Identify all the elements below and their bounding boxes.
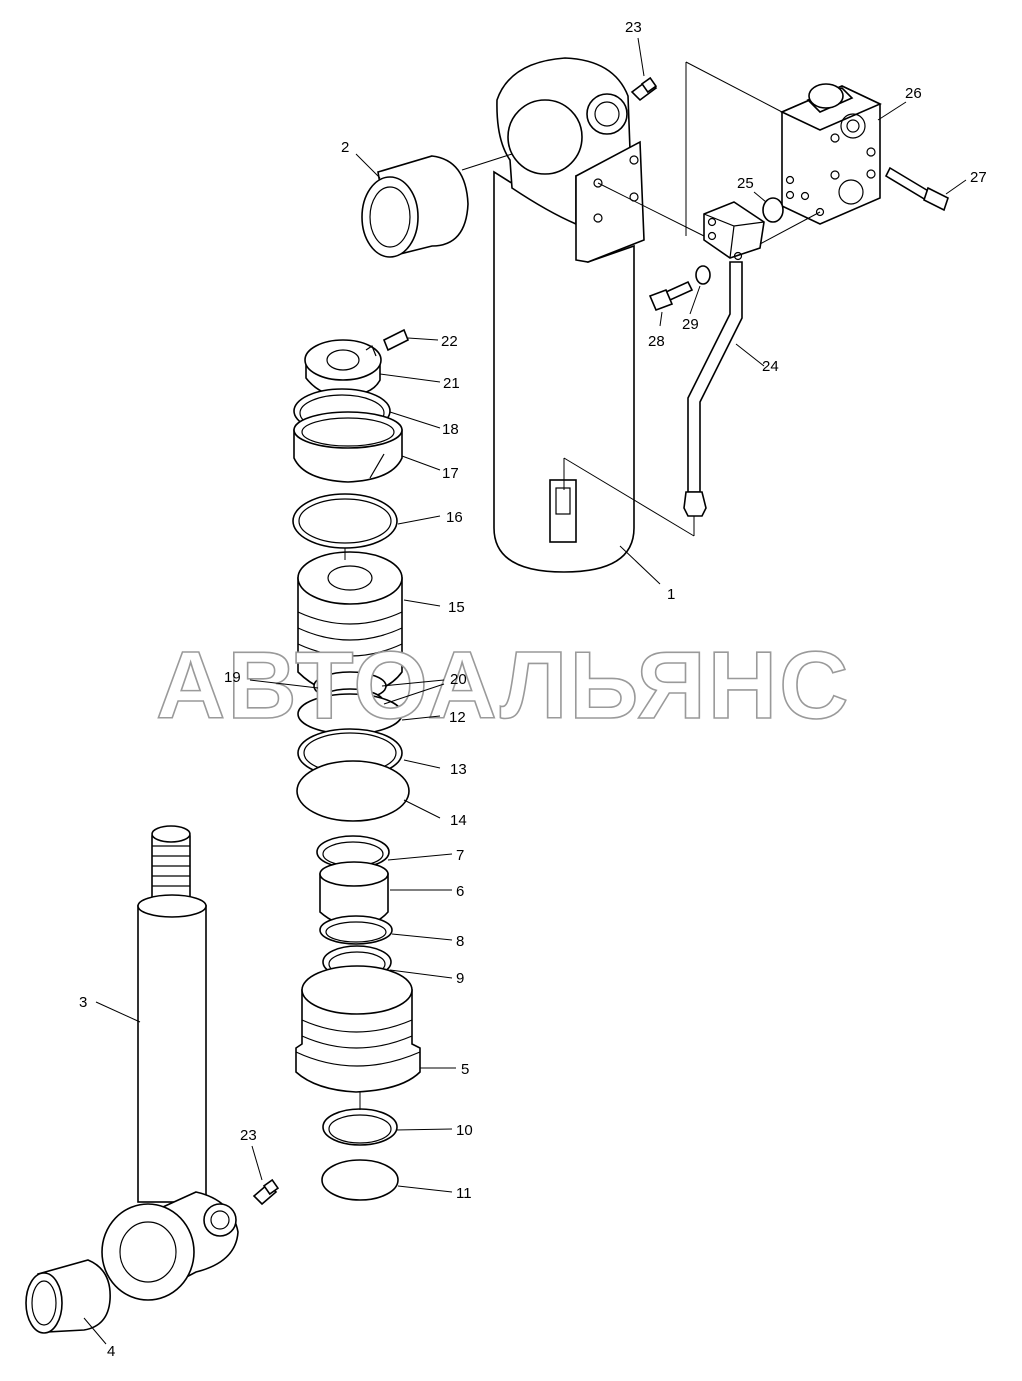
callout-12: 12: [449, 709, 466, 726]
callout-21: 21: [443, 375, 460, 392]
spacer-6: [319, 861, 389, 927]
callout-4: 4: [107, 1343, 115, 1360]
callout-18: 18: [442, 421, 459, 438]
callout-7: 7: [456, 847, 464, 864]
bolt-27: [884, 166, 949, 212]
callout-20: 20: [450, 671, 467, 688]
callout-25: 25: [737, 175, 754, 192]
callout-24: 24: [762, 358, 779, 375]
callout-1: 1: [667, 586, 675, 603]
callout-9: 9: [456, 970, 464, 987]
set-screw: [382, 328, 410, 352]
callout-17: 17: [442, 465, 459, 482]
callout-29: 29: [682, 316, 699, 333]
screw-28: [648, 280, 694, 312]
seal-16: [292, 493, 398, 549]
pipe-flange: [703, 201, 765, 261]
callouts: 1 2 3 4 5 6 7 8 9 10 11 12 13 14 15 16 1…: [79, 19, 987, 1360]
leader-lines: [83, 37, 967, 1345]
callout-23-bottom: 23: [240, 1127, 257, 1144]
assembly-lines: [344, 61, 821, 1110]
o-ring-25: [762, 197, 784, 223]
callout-5: 5: [461, 1061, 469, 1078]
callout-15: 15: [448, 599, 465, 616]
callout-2: 2: [341, 139, 349, 156]
callout-27: 27: [970, 169, 987, 186]
bushing-top: [361, 155, 469, 258]
bearing-ring: [293, 411, 403, 483]
cylinder-head: [297, 551, 403, 695]
ring-11: [321, 1159, 399, 1201]
callout-16: 16: [446, 509, 463, 526]
washer-29: [695, 265, 711, 285]
valve-block: [780, 83, 882, 225]
disc-14: [296, 760, 410, 822]
callout-14: 14: [450, 812, 467, 829]
callout-10: 10: [456, 1122, 473, 1139]
callout-22: 22: [441, 333, 458, 350]
guide-nut: [304, 339, 382, 397]
ring-8: [319, 915, 393, 945]
cylinder-barrel: [493, 57, 645, 573]
hydraulic-pipe: [683, 261, 743, 517]
callout-11: 11: [456, 1185, 472, 1202]
callout-13: 13: [450, 761, 467, 778]
watermark: АВТОАЛЬЯНС: [156, 632, 850, 739]
grease-nipple-bottom: [252, 1178, 280, 1206]
bushing-bottom: [25, 1259, 111, 1334]
callout-26: 26: [905, 85, 922, 102]
piston: [295, 965, 421, 1093]
callout-23-top: 23: [625, 19, 642, 36]
callout-6: 6: [456, 883, 464, 900]
callout-3: 3: [79, 994, 87, 1011]
callout-8: 8: [456, 933, 464, 950]
piston-rod: [101, 825, 239, 1301]
callout-19: 19: [224, 669, 241, 686]
callout-28: 28: [648, 333, 665, 350]
grease-nipple-top: [630, 76, 658, 102]
